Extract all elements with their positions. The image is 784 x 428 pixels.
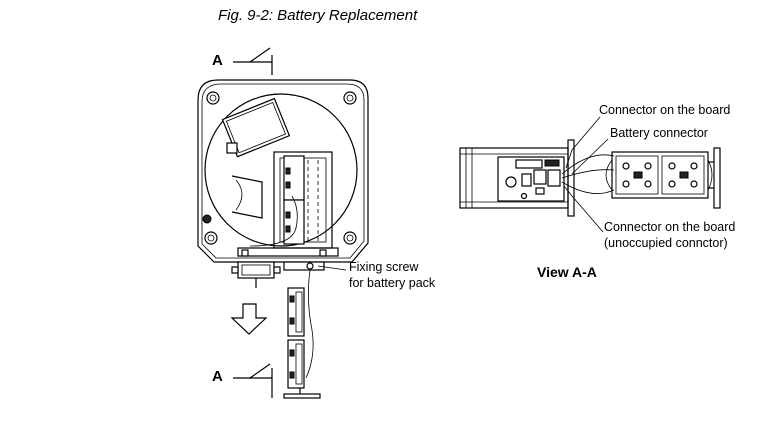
- connector-on-board-label: Connector on the board: [599, 103, 731, 117]
- encoder-box: [221, 97, 291, 158]
- view-aa-drawing: [459, 116, 721, 233]
- bolt-bottom-left: [204, 231, 218, 245]
- removed-battery-pack: [283, 269, 321, 399]
- bolt-top-left: [206, 91, 220, 105]
- view-aa-label: View A-A: [537, 264, 597, 280]
- section-marker-top-line: [233, 47, 273, 75]
- motor-housing-front: [197, 79, 369, 263]
- bolt-bottom-right: [343, 231, 357, 245]
- arrow-down-icon: [230, 303, 268, 335]
- section-marker-top-label: A: [212, 52, 223, 69]
- fixing-screw-label-line2: for battery pack: [349, 276, 436, 290]
- bolt-top-right: [343, 91, 357, 105]
- connector-on-board-2-label: Connector on the board: [604, 220, 736, 234]
- section-marker-bottom-label: A: [212, 368, 223, 385]
- figure-caption: Fig. 9-2: Battery Replacement: [218, 7, 418, 24]
- battery-pack-lower: [283, 199, 305, 245]
- fixing-screw-label-line1: Fixing screw: [349, 260, 419, 274]
- battery-connector-label: Battery connector: [610, 126, 708, 140]
- section-marker-bottom-line: [233, 363, 273, 398]
- unoccupied-connector-label: (unoccupied connctor): [604, 236, 728, 250]
- battery-pack-upper: [283, 155, 305, 201]
- housing-bottom-connector: [231, 261, 325, 288]
